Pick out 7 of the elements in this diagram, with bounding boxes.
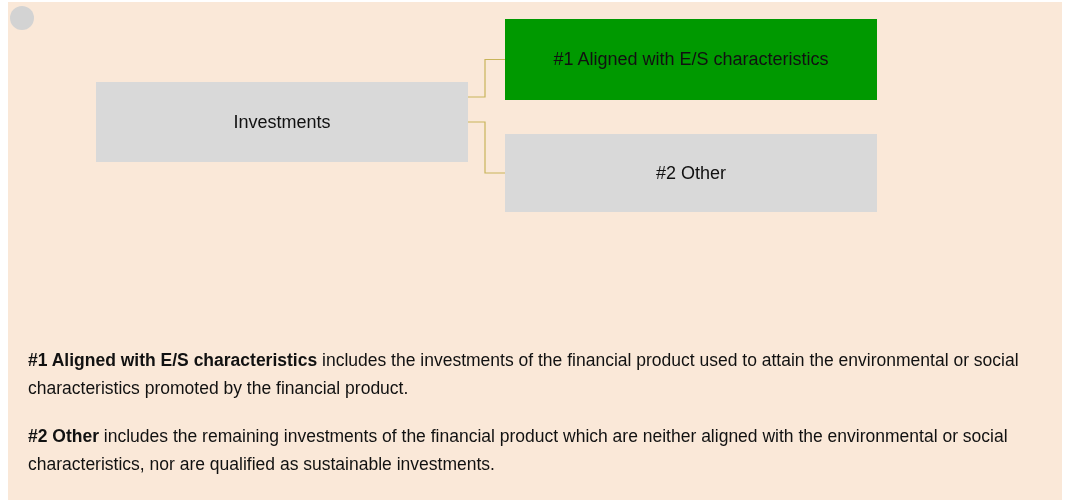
category-box: #1 Aligned with E/S characteristics: [505, 19, 877, 100]
connector-line: [467, 58, 506, 98]
definition-text: #2 Other includes the remaining investments of the financial product which are neither aligned with the environmental or social characteristics, nor are qualified as sustainable investments.: [28, 425, 1009, 476]
definition-text: #1 Aligned with E/S characteristics includes the investments of the financial product used to attain the environmental or social characteristics promoted by the financial product.: [28, 349, 1020, 400]
category-box: #2 Other: [505, 134, 877, 212]
connector-line: [467, 121, 506, 174]
category-box: Investments: [96, 82, 468, 162]
